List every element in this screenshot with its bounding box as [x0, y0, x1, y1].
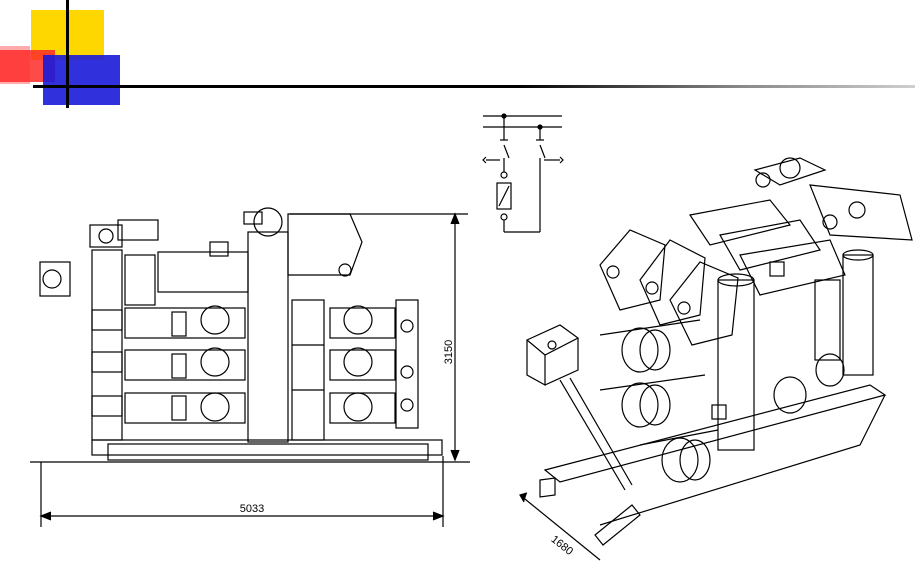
iso-base-rail-back	[599, 394, 886, 526]
iso-base-rail-front	[543, 384, 887, 483]
iso-drive-housing-1	[599, 229, 666, 311]
left-drive	[39, 261, 71, 297]
iso-tank-1	[688, 199, 792, 246]
right-end-module	[395, 299, 419, 429]
disconnector-2	[539, 144, 546, 159]
center-breaker-column	[247, 231, 289, 443]
deco-vertical-line	[66, 0, 69, 108]
iso-right-column	[842, 254, 874, 376]
base-frame	[91, 439, 443, 456]
iso-drive-housing-2	[639, 239, 706, 326]
top-right-housing	[287, 213, 363, 276]
deco-blue-block	[43, 55, 120, 105]
iso-tank-2	[739, 239, 846, 296]
front-elevation: 3150 5033	[30, 207, 470, 527]
phase-rows	[91, 305, 246, 424]
height-dimension-label: 3150	[443, 340, 455, 364]
width-dimension-label: 5033	[240, 503, 264, 515]
ct-2	[500, 213, 508, 221]
circuit-breaker	[496, 182, 512, 210]
depth-dim-line	[519, 494, 601, 561]
iso-top-mechanism	[753, 157, 827, 186]
iso-left-box	[525, 324, 580, 356]
iso-center-column	[717, 279, 755, 451]
single-line-schematic	[482, 113, 564, 233]
deco-horizontal-line	[33, 85, 915, 88]
right-disconnector-column	[291, 299, 325, 441]
disconnector-1	[503, 144, 510, 159]
isometric-view: 1680	[519, 157, 913, 561]
left-column	[91, 249, 123, 441]
iso-drive-housing-3	[669, 261, 739, 346]
iso-phase-bushings	[599, 319, 845, 483]
top-tank	[157, 251, 249, 293]
ct-1	[500, 171, 508, 179]
